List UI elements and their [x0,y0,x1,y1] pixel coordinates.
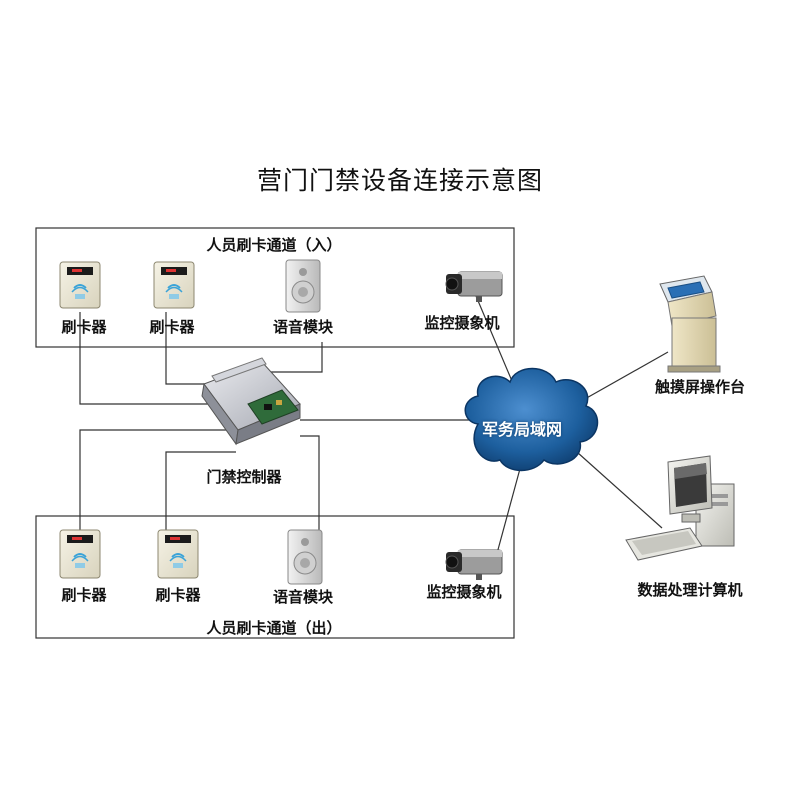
computer-label: 数据处理计算机 [637,581,743,599]
entry-speaker-icon [285,259,321,313]
diagram-title: 营门门禁设备连接示意图 [256,166,544,195]
entry-camera-label: 监控摄象机 [424,314,500,332]
computer-icon [625,455,735,561]
exit-speaker-label: 语音模块 [272,588,334,606]
entry-card-reader-2-icon [153,261,195,309]
entry-speaker-label: 语音模块 [272,318,334,336]
entry-zone-title: 人员刷卡通道（入） [206,236,342,254]
kiosk-icon [659,275,721,373]
exit-card-reader-1-label: 刷卡器 [61,586,107,604]
entry-card-reader-1-icon [59,261,101,309]
exit-card-reader-2-label: 刷卡器 [155,586,201,604]
exit-camera-label: 监控摄象机 [426,583,502,601]
entry-card-reader-1-label: 刷卡器 [61,318,107,336]
entry-zone-box [35,227,515,348]
entry-card-reader-2-label: 刷卡器 [149,318,195,336]
cloud-icon [464,367,599,472]
exit-card-reader-2-icon [157,529,199,579]
kiosk-label: 触摸屏操作台 [654,378,746,396]
entry-camera-icon [445,271,503,302]
controller-label: 门禁控制器 [206,468,282,486]
exit-camera-icon [445,549,503,580]
exit-zone-box [35,515,515,639]
exit-card-reader-1-icon [59,529,101,579]
controller-box-icon [201,357,301,446]
exit-speaker-icon [287,529,323,585]
network-label: 军务局域网 [481,420,563,439]
exit-zone-title: 人员刷卡通道（出） [206,619,342,637]
